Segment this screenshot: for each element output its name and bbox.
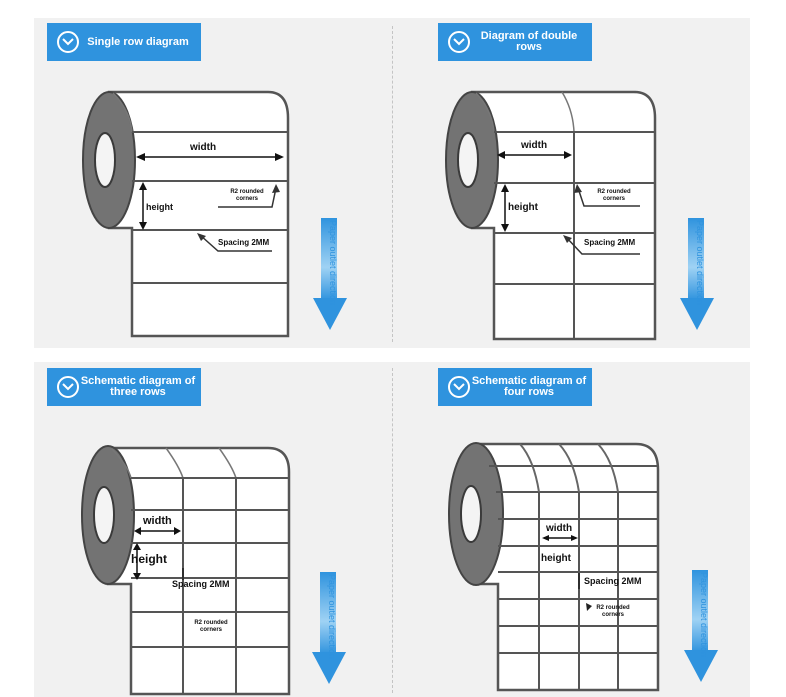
width-label: width: [546, 523, 573, 534]
corners-label: R2 rounded corners: [596, 605, 630, 618]
spacing-label: Spacing 2MM: [172, 579, 230, 589]
arrow-down-icon: [313, 298, 347, 330]
top-divider: [392, 26, 393, 342]
height-label: height: [541, 553, 571, 564]
panel-title: Schematic diagram of four rows: [471, 375, 587, 398]
panel-title-tag: Schematic diagram of three rows: [47, 368, 201, 406]
panel-title-tag: Diagram of double rows: [438, 23, 592, 61]
roll-core: [94, 132, 116, 188]
arrow-down-icon: [684, 650, 718, 682]
width-label: width: [143, 515, 172, 527]
bottom-divider: [392, 368, 393, 693]
height-label: height: [131, 552, 167, 566]
panel-title-tag: Schematic diagram of four rows: [438, 368, 592, 406]
arrow-down-icon: [680, 298, 714, 330]
corners-label: R2 rounded corners: [597, 189, 631, 202]
corner-pointer: [218, 187, 277, 208]
spacing-label: Spacing 2MM: [584, 238, 636, 247]
width-label: width: [521, 140, 548, 151]
spacing-label: Spacing 2MM: [584, 576, 642, 586]
spacing-label: Spacing 2MM: [218, 238, 270, 247]
chevron-down-icon: [448, 31, 470, 53]
panel-title: Schematic diagram of three rows: [80, 375, 196, 398]
chevron-down-icon: [448, 376, 470, 398]
chevron-down-icon: [57, 31, 79, 53]
spacing-pointer: [199, 234, 272, 252]
height-label: height: [508, 202, 538, 213]
panel-title: Single row diagram: [87, 35, 189, 48]
corners-label: R2 rounded corners: [194, 620, 228, 633]
panel-title-tag: Single row diagram: [47, 23, 201, 61]
corners-label: R2 rounded corners: [230, 189, 264, 202]
roll-body: [107, 90, 290, 338]
height-label: height: [146, 202, 173, 212]
panel-title: Diagram of double rows: [480, 30, 578, 53]
width-label: width: [190, 142, 217, 153]
arrow-down-icon: [312, 652, 346, 684]
chevron-down-icon: [57, 376, 79, 398]
